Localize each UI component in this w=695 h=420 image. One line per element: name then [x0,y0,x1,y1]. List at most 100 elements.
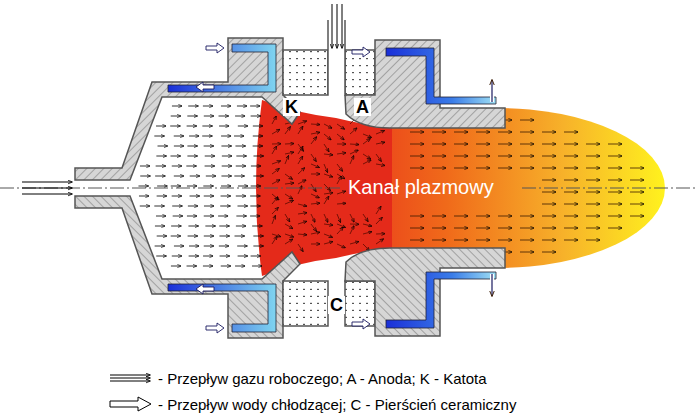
legend-entry: - Przepływ gazu roboczego; A - Anoda; K … [108,365,516,391]
flow-arrow [311,137,317,144]
flow-arrow [376,164,385,165]
flow-arrow [189,136,199,137]
flow-arrow [376,142,385,144]
flow-arrow [272,169,279,174]
flow-arrow [172,166,182,167]
flow-arrow [350,214,354,222]
flow-arrow [221,136,231,137]
flow-arrow [187,146,197,147]
flow-arrow [363,139,370,144]
flow-arrow [564,216,578,217]
flow-arrow [311,173,320,174]
flow-arrow [520,156,534,157]
flow-arrow [250,196,260,197]
flow-arrow [272,236,277,244]
flow-arrow [298,168,305,174]
flow-arrow [171,226,181,227]
flow-arrow [140,206,150,207]
flow-arrow [337,227,343,234]
flow-arrow [174,246,184,247]
flow-arrow [221,146,231,147]
flow-arrow [586,156,600,157]
flow-arrow [542,168,556,169]
flow-arrow [221,106,231,107]
flow-arrow [324,196,329,204]
flow-arrow [542,228,556,229]
flow-arrow [298,221,307,224]
flow-arrow [520,144,534,145]
flow-arrow [476,216,490,217]
flow-arrow [324,214,328,222]
flow-arrow [170,126,180,127]
flow-arrow [206,176,216,177]
flow-arrow [350,224,359,225]
flow-arrow [235,236,245,237]
flow-arrow [410,216,424,217]
flow-arrow [237,246,247,247]
flow-arrow [172,256,182,257]
flow-arrow [157,236,167,237]
flow-arrow [187,266,197,267]
flow-arrow [298,126,303,134]
flow-arrow [204,206,214,207]
flow-arrow [174,136,184,137]
flow-arrow [170,156,180,157]
flow-arrow [324,164,327,172]
flow-arrow [337,134,344,140]
flow-arrow [171,236,181,237]
flow-arrow [203,266,213,267]
flow-arrow [156,166,166,167]
flow-arrow [190,176,200,177]
flow-arrow [311,232,320,234]
flow-arrow [236,226,246,227]
flow-arrow [337,224,345,227]
flow-arrow [324,242,333,244]
flow-arrow [298,186,302,194]
flow-arrow [311,164,319,167]
flow-arrow [350,242,359,244]
flow-arrow [608,180,622,181]
flow-arrow [376,233,385,234]
flow-arrow [272,143,281,144]
flow-arrow [204,116,214,117]
flow-arrow [235,146,245,147]
water-flow-sample [108,396,154,412]
flow-arrow [608,168,622,169]
flow-arrow [376,217,382,224]
flow-arrow [498,168,512,169]
flow-arrow [250,216,260,217]
flow-arrow [324,174,333,177]
flow-arrow [187,186,197,187]
flow-arrow [337,176,341,184]
flow-arrow [155,226,165,227]
flow-arrow [171,116,181,117]
flow-arrow [221,186,231,187]
plasma-channel-label: Kanał plazmowy [348,177,494,197]
flow-arrow [236,166,246,167]
flow-arrow [298,121,306,124]
flow-arrow [298,213,307,214]
flow-arrow [542,252,556,253]
flow-arrow [236,156,246,157]
flow-arrow [337,164,342,171]
flow-arrow [285,127,290,134]
flow-arrow [234,136,244,137]
flow-arrow [542,144,556,145]
flow-arrow [311,194,319,198]
flow-arrow [586,216,600,217]
flow-arrow [350,128,357,134]
flow-arrow [324,134,331,140]
flow-arrow [350,150,358,154]
flow-arrow [156,256,166,257]
flow-arrow [186,166,196,167]
flow-arrow [476,228,490,229]
flow-arrow [376,206,381,214]
flow-arrow [410,132,424,133]
flow-arrow [298,156,303,164]
flow-arrow [238,126,248,127]
flow-arrow [608,216,622,217]
flow-arrow [324,193,333,194]
flow-arrow [630,216,644,217]
flow-arrow [285,143,294,144]
flow-arrow [564,204,578,205]
